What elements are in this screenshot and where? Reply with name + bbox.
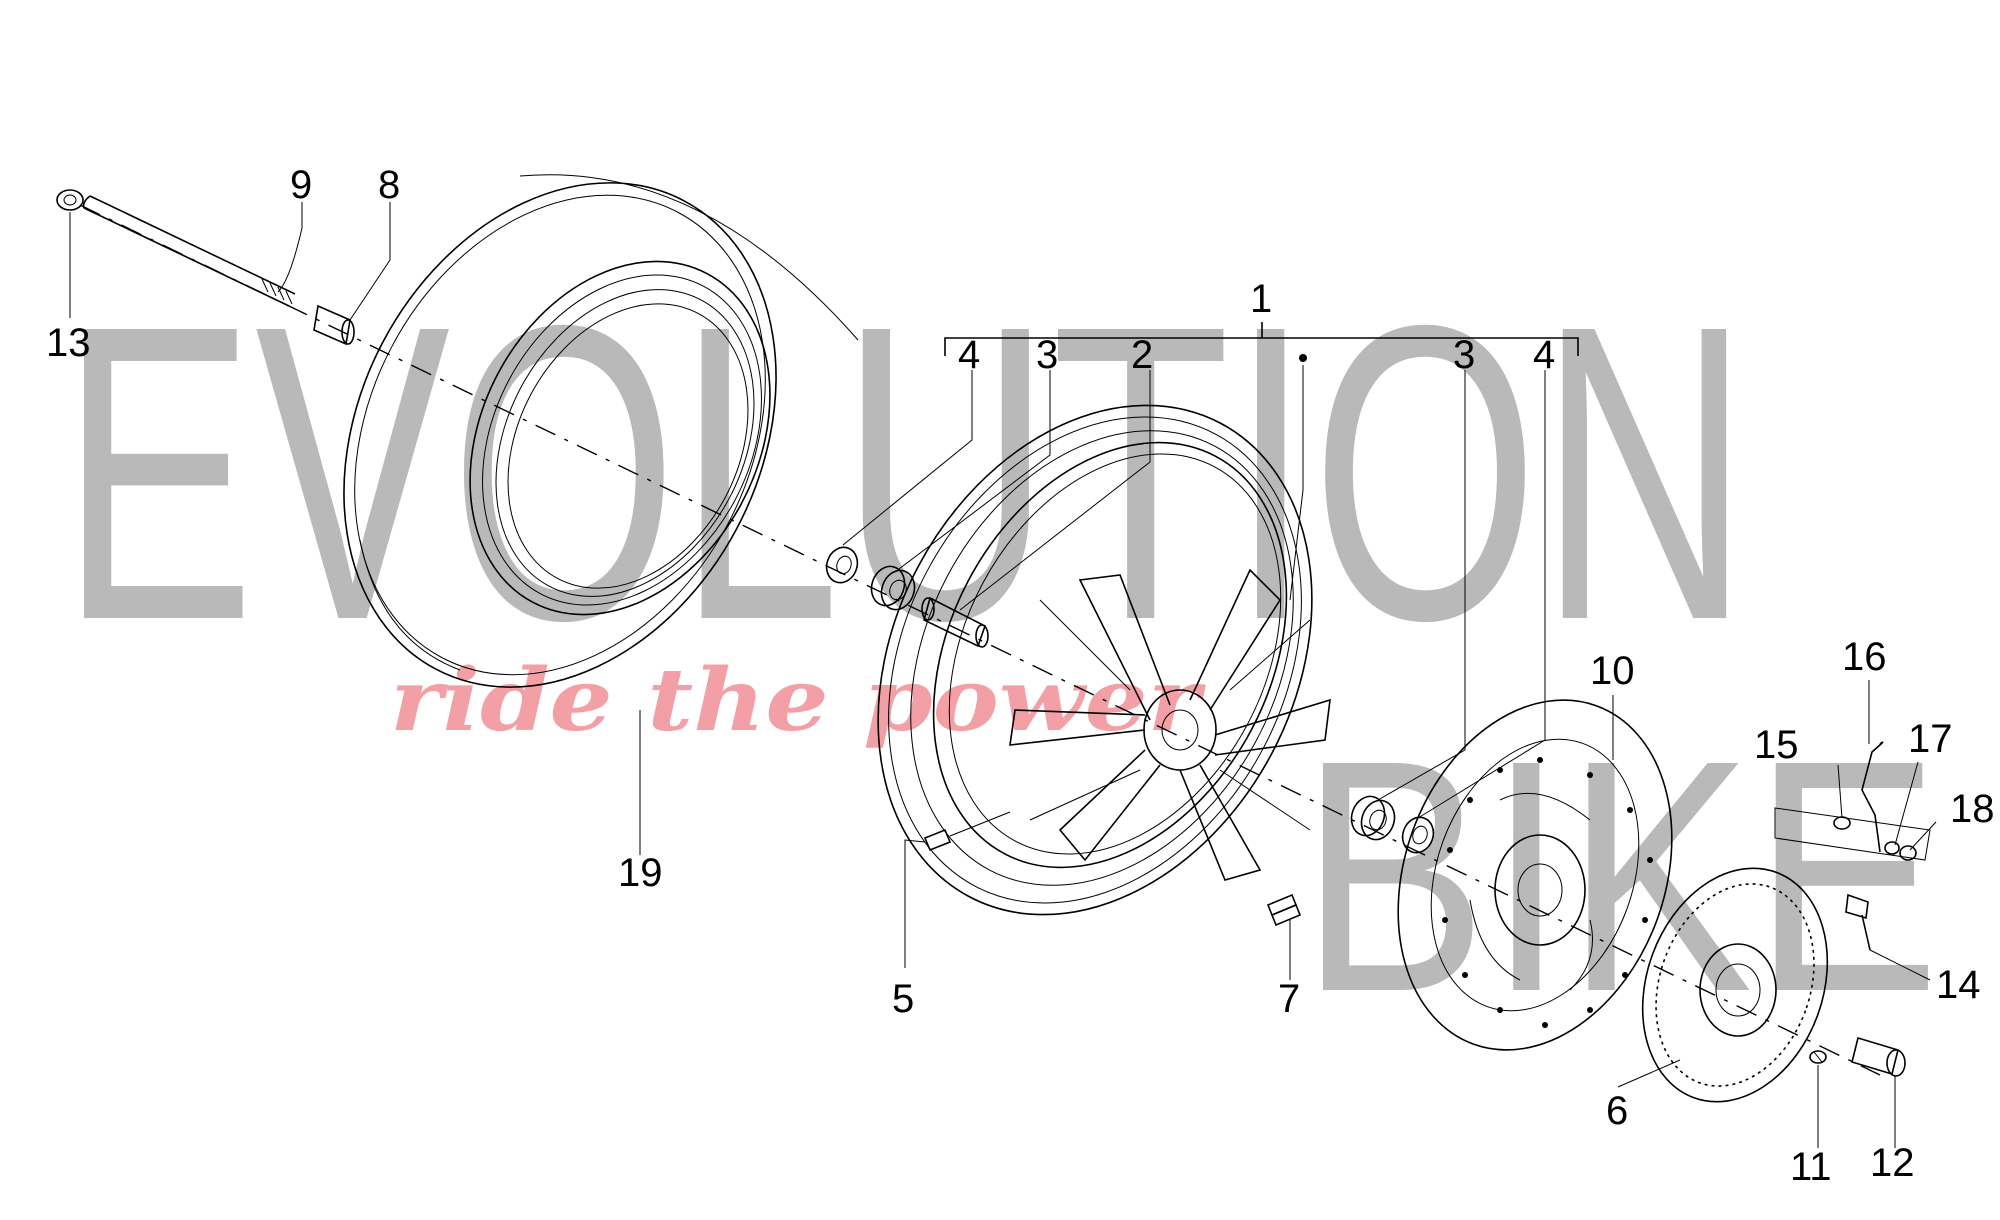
- bearing-part-3b: [1350, 795, 1396, 841]
- spacer-part-8: [313, 304, 355, 346]
- callout-18: 18: [1950, 787, 1995, 831]
- watermark-brand-top: EVOLUTION: [60, 239, 1750, 708]
- bracket-part-16: [1861, 741, 1884, 853]
- watermark-tagline: ride the power: [390, 650, 1207, 751]
- bearing-part-3a: [870, 565, 916, 611]
- callout-15: 15: [1754, 723, 1799, 767]
- callout-10: 10: [1590, 649, 1635, 693]
- spacer-part-12: [1851, 1036, 1906, 1077]
- sensor-part-14: [1845, 893, 1871, 951]
- seal-part-4b: [1401, 816, 1435, 854]
- callout-14: 14: [1936, 963, 1981, 1007]
- nut-part-13: [56, 189, 84, 211]
- group-bracket-1: [944, 322, 1579, 356]
- callout-6: 6: [1606, 1089, 1628, 1133]
- leader-lines: [69, 202, 1937, 1148]
- bullet-dot: [1299, 354, 1307, 362]
- callout-11: 11: [1790, 1145, 1832, 1189]
- abs-sensor-group: [1774, 741, 1931, 951]
- callout-16: 16: [1842, 635, 1887, 679]
- brake-disc-part-10: [1397, 699, 1673, 1051]
- callout-17: 17: [1908, 717, 1953, 761]
- callout-2: 2: [1131, 333, 1153, 377]
- screw-part-11: [1809, 1050, 1827, 1064]
- axle-part: [56, 189, 355, 346]
- seal-part-4a: [825, 546, 859, 584]
- abs-tone-ring-part-6: [1641, 867, 1829, 1103]
- callout-7: 7: [1278, 977, 1300, 1021]
- callout-1: 1: [1250, 277, 1272, 321]
- callout-5: 5: [892, 977, 914, 1021]
- watermark-brand-bottom: BIKE: [1300, 691, 1940, 1060]
- callouts: 1 2 3 3 4 4 5 6 7 8 9 10 11 12 13 14 15 …: [46, 163, 1995, 1189]
- callout-3a: 3: [1036, 333, 1058, 377]
- washer-part-17: [1884, 841, 1900, 855]
- callout-9: 9: [290, 163, 312, 207]
- callout-4a: 4: [958, 333, 980, 377]
- spacer-part-2: [921, 596, 989, 648]
- callout-19: 19: [618, 851, 663, 895]
- nut-part-18: [1899, 845, 1917, 861]
- callout-13: 13: [46, 321, 91, 365]
- rim-part-1: [877, 404, 1331, 916]
- watermark: EVOLUTION BIKE: [60, 239, 1940, 1060]
- callout-8: 8: [378, 163, 400, 207]
- balance-weight-part-7: [1266, 893, 1302, 927]
- valve-part-5: [923, 811, 1011, 852]
- tire-part-19: [343, 174, 859, 688]
- callout-12: 12: [1870, 1141, 1915, 1185]
- callout-3b: 3: [1453, 333, 1475, 377]
- callout-4b: 4: [1533, 333, 1555, 377]
